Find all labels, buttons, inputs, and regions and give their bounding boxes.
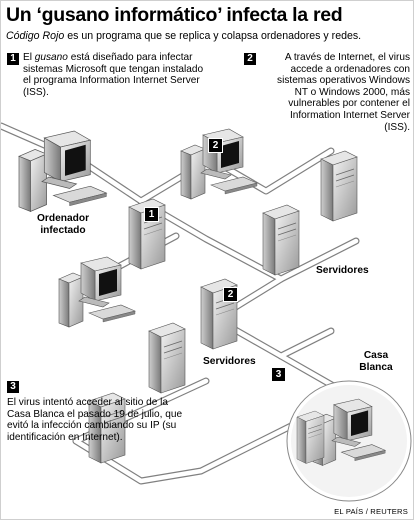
white-house-label: Casa Blanca [359,350,393,373]
page-title: Un ‘gusano informático’ infecta la red [6,4,343,26]
note-1-post: está diseñado para infectar sistemas Mic… [23,52,204,98]
step-2-marker: 2 [223,287,238,302]
note-1-em: gusano [34,52,68,63]
step-2-badge: 2 [244,53,256,65]
infected-computer-label: Ordenador infectado [36,213,90,236]
white-house-globe-icon [286,380,412,502]
note-2: A través de Internet, el virus accede a … [277,52,410,133]
step-3-badge: 3 [7,381,19,393]
note-1: El gusano está diseñado para infectar si… [23,52,208,98]
step-1-marker: 1 [144,207,159,222]
server-icon [320,150,358,222]
credit: EL PAÍS / REUTERS [334,507,408,516]
step-3-marker: 3 [271,367,286,382]
note-3: El virus intentó acceder al sitio de la … [7,397,183,443]
note-3-part-a: El virus intentó acceder al sitio de la … [7,397,192,443]
subtitle-text: es un programa que se replica y colapsa … [64,30,362,42]
server-icon [262,204,300,276]
server-icon [148,322,186,394]
subtitle: Código Rojo es un programa que se replic… [6,30,361,42]
servers-label-1: Servidores [316,265,369,276]
subtitle-virus-name: Código Rojo [6,30,65,42]
note-1-pre: El [23,52,35,63]
step-1-badge: 1 [7,53,19,65]
step-2-marker: 2 [208,138,223,153]
servers-label-2: Servidores [203,356,256,367]
